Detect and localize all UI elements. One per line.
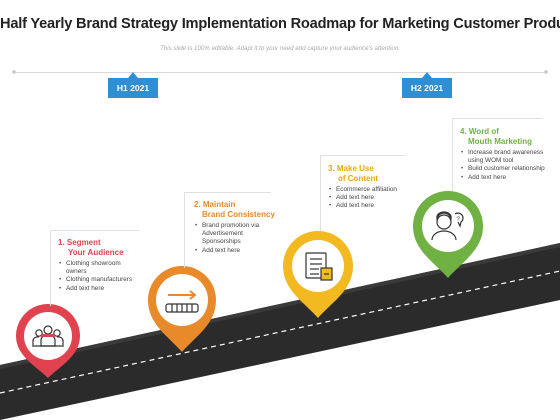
pin-4: ? — [413, 191, 483, 278]
speaking-person-icon: ? — [431, 211, 464, 241]
list-item: Add text here — [461, 174, 550, 182]
road-center-line — [0, 270, 560, 394]
step-4-heading-line-1: 4. Word of — [460, 127, 499, 136]
step-1: 1. Segment Your Audience Clothing showro… — [58, 238, 138, 293]
list-item: Ecommerce affiliation — [329, 186, 408, 194]
document-icon — [305, 252, 333, 281]
timeline-start-dot — [12, 70, 16, 74]
pin-3 — [283, 231, 353, 318]
pin-3-inner — [292, 240, 344, 292]
list-item: Brand promotion via Advertisement Sponso… — [195, 222, 276, 247]
step-2: 2. Maintain Brand Consistency Brand prom… — [194, 200, 276, 255]
pin-4-inner — [422, 200, 474, 252]
list-item: Clothing manufacturers — [59, 276, 138, 284]
step-2-heading-line-1: 2. Maintain — [194, 200, 236, 209]
step-2-list: Brand promotion via Advertisement Sponso… — [194, 222, 276, 255]
pin-1 — [16, 304, 80, 378]
step-3-heading: 3. Make Use of Content — [328, 164, 408, 183]
list-item: Clothing showroom owners — [59, 260, 138, 276]
step-3-heading-line-1: 3. Make Use — [328, 164, 374, 173]
step-2-connector — [184, 192, 271, 268]
list-item: Add text here — [195, 247, 276, 255]
timeline-end-dot — [544, 70, 548, 74]
road-edge — [0, 243, 560, 369]
step-4-heading: 4. Word of Mouth Marketing — [460, 127, 550, 146]
step-1-list: Clothing showroom owners Clothing manufa… — [58, 260, 138, 293]
step-1-connector — [50, 230, 139, 306]
step-4-connector — [452, 118, 543, 191]
list-item: Build customer relationship — [461, 165, 550, 173]
pin-2-inner — [156, 274, 208, 326]
svg-text:?: ? — [457, 217, 461, 223]
pin-2 — [148, 266, 216, 352]
step-4-list: Increase brand awareness using WOM tool … — [460, 149, 550, 182]
step-1-heading: 1. Segment Your Audience — [58, 238, 138, 257]
road — [0, 243, 560, 420]
h1-label: H1 2021 — [108, 72, 158, 98]
step-4: 4. Word of Mouth Marketing Increase bran… — [460, 127, 550, 182]
list-item: Add text here — [329, 202, 408, 210]
team-icon — [32, 325, 64, 347]
page-title: Half Yearly Brand Strategy Implementatio… — [0, 16, 560, 32]
step-3-connector — [320, 155, 405, 231]
conveyor-icon — [165, 290, 199, 313]
list-item: Add text here — [329, 194, 408, 202]
step-4-heading-line-2: Mouth Marketing — [468, 136, 532, 146]
h2-label: H2 2021 — [402, 72, 452, 98]
step-2-heading-line-2: Brand Consistency — [202, 209, 275, 219]
list-item: Increase brand awareness using WOM tool — [461, 149, 550, 165]
step-3-list: Ecommerce affiliation Add text here Add … — [328, 186, 408, 211]
step-1-heading-line-2: Your Audience — [68, 247, 124, 257]
timeline-line — [14, 72, 546, 73]
page-subtitle: This slide is 100% editable. Adapt it to… — [159, 45, 400, 52]
list-item: Add text here — [59, 285, 138, 293]
step-3: 3. Make Use of Content Ecommerce affilia… — [328, 164, 408, 211]
step-2-heading: 2. Maintain Brand Consistency — [194, 200, 276, 219]
step-1-heading-line-1: 1. Segment — [58, 238, 101, 247]
step-3-heading-line-2: of Content — [338, 173, 378, 183]
